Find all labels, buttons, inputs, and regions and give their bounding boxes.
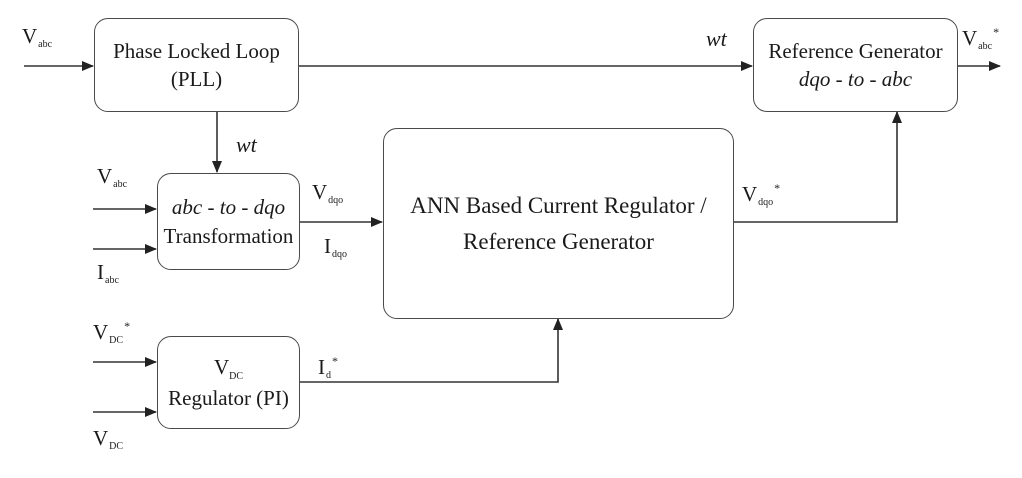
vdc-regulator-block: VDC Regulator (PI) [157, 336, 300, 429]
ann-subtitle: Reference Generator [463, 228, 654, 254]
pll-subtitle: (PLL) [170, 67, 223, 91]
v-dqo-main: V [312, 180, 328, 204]
i-abc-main: I [97, 260, 104, 284]
v-dc-sub: DC [109, 441, 124, 452]
v-abc-transform-sub: abc [113, 179, 128, 190]
i-abc-label: Iabc [97, 262, 119, 286]
transformation-subtitle: Transformation [163, 223, 294, 248]
v-dc-star-label: VDC* [93, 320, 130, 346]
v-dc-label: VDC [93, 428, 123, 452]
wt-pll-label: wt [236, 132, 257, 157]
v-abc-ref-sub: abc [978, 41, 993, 52]
v-dc-star-sub: DC [109, 335, 124, 346]
transformation-title: abc - to - dqo [171, 195, 286, 220]
i-dqo-main: I [324, 234, 331, 258]
v-abc-ref-sup: * [993, 25, 1000, 39]
v-dqo-star-label: Vdqo* [742, 182, 780, 208]
v-abc-ref-main: V [962, 26, 978, 50]
i-d-star-label: Id* [318, 355, 338, 381]
v-dc-main: V [93, 426, 109, 450]
i-dqo-label: Idqo [324, 236, 347, 260]
vdc-regulator-title-main: V [213, 354, 230, 379]
v-dc-star-sup: * [124, 319, 131, 333]
i-d-star-sup: * [332, 354, 338, 368]
v-abc-transform-main: V [97, 164, 113, 188]
wt-top-label: wt [706, 26, 727, 51]
v-dqo-label: Vdqo [312, 182, 343, 206]
ann-title: ANN Based Current Regulator / [410, 192, 707, 218]
vdc-regulator-title-sub: DC [229, 371, 244, 383]
i-abc-sub: abc [105, 275, 119, 286]
v-abc-ref-output-label: Vabc* [962, 26, 999, 52]
ann-current-regulator-block: ANN Based Current Regulator / Reference … [383, 128, 734, 319]
i-d-star-sub: d [326, 370, 331, 381]
v-abc-transform-label: Vabc [97, 166, 127, 190]
v-dqo-star-feedback-arrow [733, 111, 902, 223]
v-abc-input-label: Vabc [22, 26, 52, 50]
i-dqo-sub: dqo [332, 249, 347, 260]
v-dqo-star-main: V [742, 182, 758, 206]
reference-generator-block: Reference Generator dqo - to - abc [753, 18, 958, 112]
v-abc-input-main: V [22, 24, 38, 48]
vdc-regulator-title: VDC [214, 353, 243, 384]
abc-to-dqo-transformation-block: abc - to - dqo Transformation [157, 173, 300, 270]
reference-generator-title: Reference Generator [768, 38, 943, 63]
i-d-star-to-ann-arrow [300, 318, 563, 383]
vdc-regulator-subtitle: Regulator (PI) [168, 385, 289, 410]
v-dqo-star-sub: dqo [758, 197, 774, 208]
v-dc-star-main: V [93, 320, 109, 344]
reference-generator-subtitle: dqo - to - abc [798, 67, 913, 91]
pll-title: Phase Locked Loop [113, 38, 280, 63]
pll-block: Phase Locked Loop (PLL) [94, 18, 299, 112]
i-d-star-main: I [318, 355, 325, 379]
v-dqo-sub: dqo [328, 195, 344, 206]
v-dqo-star-sup: * [774, 181, 781, 195]
v-abc-input-sub: abc [38, 39, 53, 50]
